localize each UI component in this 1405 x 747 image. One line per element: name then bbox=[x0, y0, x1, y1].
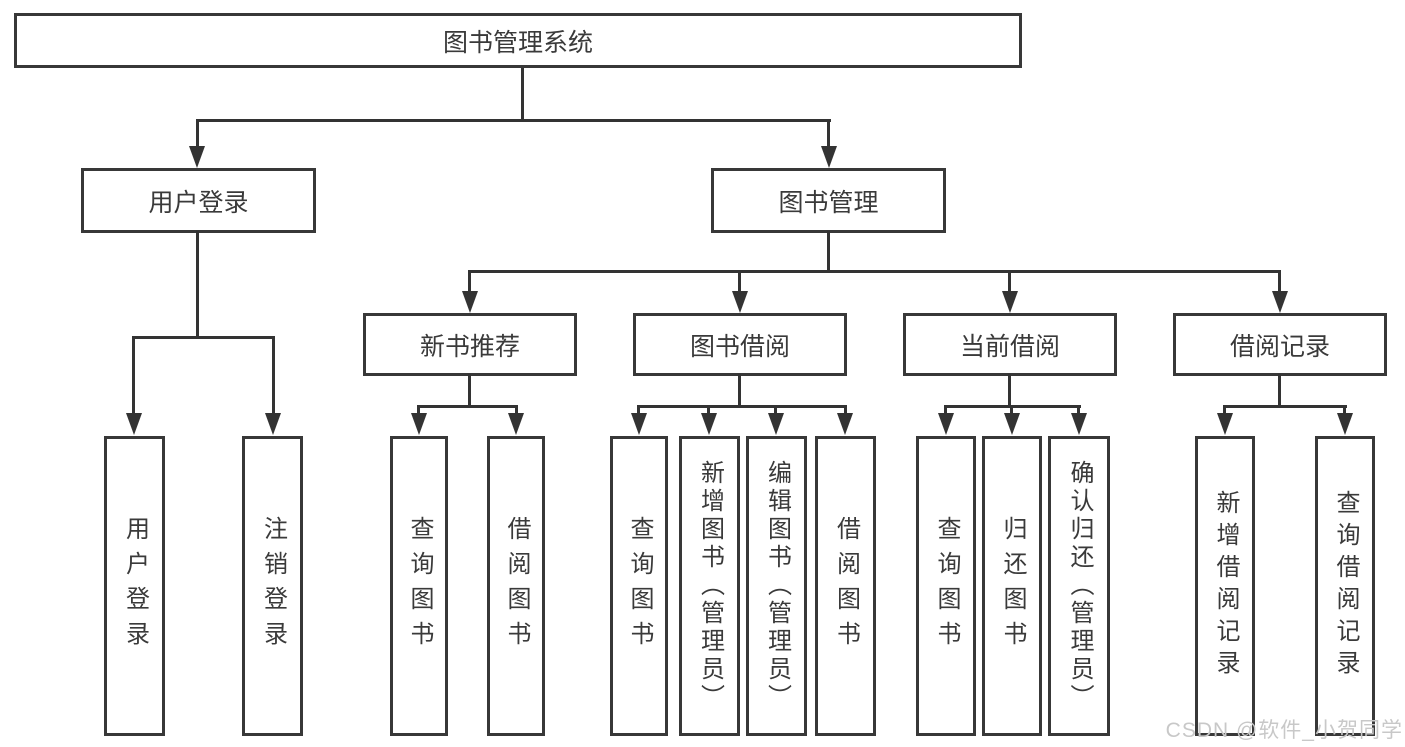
node-library-management-system: 图书管理系统 bbox=[14, 13, 1022, 68]
connector-line bbox=[468, 270, 471, 294]
leaf-borrow-books-recommend: 借阅图书 bbox=[487, 436, 545, 736]
connector-line bbox=[468, 374, 471, 408]
leaf-query-books-borrowing-label: 查询图书 bbox=[626, 516, 653, 656]
leaf-query-books-borrowing: 查询图书 bbox=[610, 436, 668, 736]
arrow-down-icon bbox=[411, 413, 427, 435]
arrow-down-icon bbox=[1071, 413, 1087, 435]
connector-line bbox=[827, 231, 830, 272]
arrow-down-icon bbox=[1337, 413, 1353, 435]
arrow-down-icon bbox=[189, 146, 205, 168]
arrow-down-icon bbox=[631, 413, 647, 435]
leaf-add-books-admin-label: 新增图书（管理员） bbox=[696, 460, 724, 712]
connector-line bbox=[515, 405, 518, 416]
connector-line bbox=[1343, 405, 1346, 416]
arrow-down-icon bbox=[1217, 413, 1233, 435]
connector-line bbox=[468, 270, 1281, 273]
node-current-borrowing: 当前借阅 bbox=[903, 313, 1117, 376]
connector-line bbox=[738, 374, 741, 408]
arrow-down-icon bbox=[462, 291, 478, 313]
leaf-borrow-books: 借阅图书 bbox=[815, 436, 876, 736]
arrow-down-icon bbox=[768, 413, 784, 435]
leaf-user-login: 用户登录 bbox=[104, 436, 165, 736]
connector-line bbox=[1223, 405, 1226, 416]
connector-line bbox=[707, 405, 710, 416]
node-new-book-recommendation: 新书推荐 bbox=[363, 313, 577, 376]
connector-line bbox=[417, 405, 518, 408]
connector-line bbox=[521, 68, 524, 122]
leaf-query-borrow-record-label: 查询借阅记录 bbox=[1332, 490, 1359, 682]
leaf-edit-books-admin-label: 编辑图书（管理员） bbox=[763, 460, 791, 712]
node-borrowing-records: 借阅记录 bbox=[1173, 313, 1387, 376]
leaf-query-books-current-label: 查询图书 bbox=[933, 516, 960, 656]
arrow-down-icon bbox=[701, 413, 717, 435]
connector-line bbox=[1278, 270, 1281, 294]
leaf-logout-label: 注销登录 bbox=[259, 516, 287, 656]
leaf-logout: 注销登录 bbox=[242, 436, 303, 736]
connector-line bbox=[774, 405, 777, 416]
arrow-down-icon bbox=[821, 146, 837, 168]
connector-line bbox=[132, 336, 135, 416]
leaf-return-books: 归还图书 bbox=[982, 436, 1042, 736]
leaf-query-books-recommend: 查询图书 bbox=[390, 436, 448, 736]
connector-line bbox=[844, 405, 847, 416]
arrow-down-icon bbox=[1272, 291, 1288, 313]
arrow-down-icon bbox=[1002, 291, 1018, 313]
connector-line bbox=[132, 336, 275, 339]
arrow-down-icon bbox=[732, 291, 748, 313]
connector-line bbox=[738, 270, 741, 294]
connector-line bbox=[1077, 405, 1080, 416]
connector-line bbox=[1278, 374, 1281, 408]
leaf-add-books-admin: 新增图书（管理员） bbox=[679, 436, 740, 736]
leaf-query-borrow-record: 查询借阅记录 bbox=[1315, 436, 1375, 736]
leaf-add-borrow-record-label: 新增借阅记录 bbox=[1212, 490, 1239, 682]
leaf-confirm-return-admin-label: 确认归还（管理员） bbox=[1066, 460, 1093, 712]
connector-line bbox=[944, 405, 947, 416]
arrow-down-icon bbox=[265, 413, 281, 435]
leaf-confirm-return-admin: 确认归还（管理员） bbox=[1048, 436, 1110, 736]
connector-line bbox=[1010, 405, 1013, 416]
connector-line bbox=[827, 119, 830, 149]
node-book-management: 图书管理 bbox=[711, 168, 946, 233]
connector-line bbox=[1008, 270, 1011, 294]
connector-line bbox=[272, 336, 275, 416]
connector-line bbox=[637, 405, 847, 408]
leaf-query-books-recommend-label: 查询图书 bbox=[406, 516, 433, 656]
leaf-return-books-label: 归还图书 bbox=[999, 516, 1026, 656]
leaf-add-borrow-record: 新增借阅记录 bbox=[1195, 436, 1255, 736]
arrow-down-icon bbox=[508, 413, 524, 435]
connector-line bbox=[196, 119, 199, 149]
connector-line bbox=[1223, 405, 1347, 408]
arrow-down-icon bbox=[837, 413, 853, 435]
leaf-user-login-label: 用户登录 bbox=[121, 516, 149, 656]
leaf-query-books-current: 查询图书 bbox=[916, 436, 976, 736]
leaf-edit-books-admin: 编辑图书（管理员） bbox=[746, 436, 807, 736]
connector-line bbox=[196, 231, 199, 338]
csdn-watermark: CSDN @软件_小贺同学 bbox=[1165, 719, 1403, 742]
arrow-down-icon bbox=[938, 413, 954, 435]
arrow-down-icon bbox=[1004, 413, 1020, 435]
connector-line bbox=[196, 119, 831, 122]
connector-line bbox=[637, 405, 640, 416]
node-user-login: 用户登录 bbox=[81, 168, 316, 233]
arrow-down-icon bbox=[126, 413, 142, 435]
connector-line bbox=[1008, 374, 1011, 408]
connector-line bbox=[417, 405, 420, 416]
node-book-borrowing: 图书借阅 bbox=[633, 313, 847, 376]
leaf-borrow-books-label: 借阅图书 bbox=[832, 516, 860, 656]
leaf-borrow-books-recommend-label: 借阅图书 bbox=[503, 516, 530, 656]
